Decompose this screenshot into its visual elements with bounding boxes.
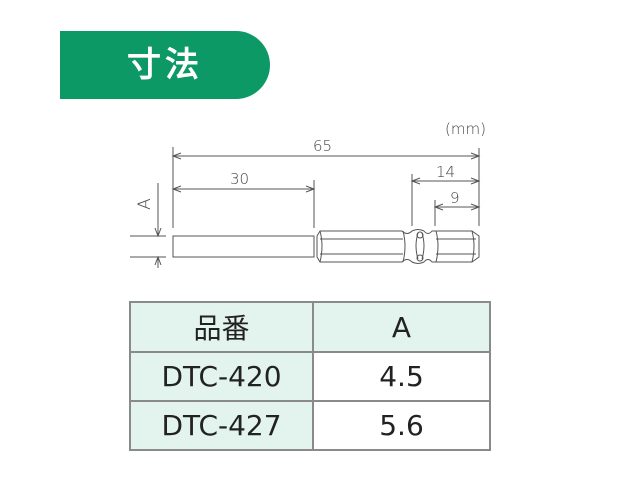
cell-model: DTC-427 bbox=[129, 400, 314, 451]
table-row: DTC-427 5.6 bbox=[129, 400, 491, 451]
section-title: 寸法 bbox=[127, 45, 203, 85]
dim-overall-length: 65 bbox=[313, 137, 332, 155]
dim-hex-end-length: 14 bbox=[436, 163, 455, 181]
unit-label: (mm) bbox=[445, 120, 486, 138]
cell-model: DTC-420 bbox=[129, 351, 314, 402]
header-a: A bbox=[312, 301, 491, 353]
spec-table: 品番 A DTC-420 4.5 DTC-427 5.6 bbox=[129, 301, 491, 451]
cell-a: 4.5 bbox=[312, 351, 491, 402]
table-header-row: 品番 A bbox=[129, 301, 491, 353]
dim-shank-length: 30 bbox=[230, 170, 249, 188]
section-header-banner: 寸法 bbox=[60, 31, 270, 99]
dim-diameter-label: A bbox=[135, 198, 155, 210]
cell-a: 5.6 bbox=[312, 400, 491, 451]
dim-tip-length: 9 bbox=[450, 189, 460, 207]
table-row: DTC-420 4.5 bbox=[129, 351, 491, 402]
header-model: 品番 bbox=[129, 301, 314, 353]
